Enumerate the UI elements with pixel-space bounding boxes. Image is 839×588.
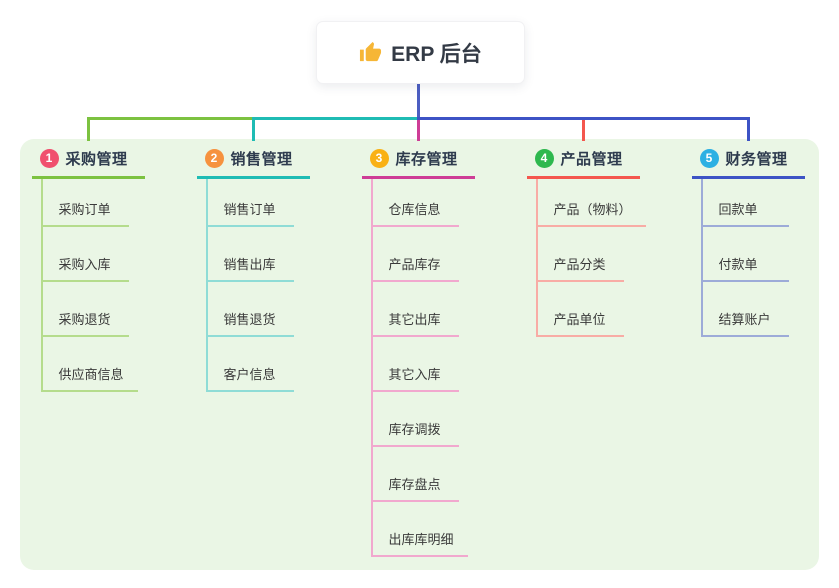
branch-5: 5 财务管理回款单付款单结算账户 bbox=[691, 148, 805, 337]
child-node-label: 回款单 bbox=[702, 199, 789, 227]
branch-number-badge: 1 bbox=[39, 149, 59, 168]
branch-drop-line-3 bbox=[416, 117, 420, 141]
branch-4: 4 产品管理产品（物料） 产品分类产品单位 bbox=[526, 148, 646, 337]
child-node[interactable]: 结算账户 bbox=[702, 282, 789, 337]
child-node[interactable]: 采购入库 bbox=[42, 227, 138, 282]
branch-title-label: 销售管理 bbox=[230, 151, 293, 168]
bus-segment-teal bbox=[251, 117, 419, 120]
child-node-label: 产品单位 bbox=[537, 309, 624, 337]
child-node[interactable]: 产品分类 bbox=[537, 227, 646, 282]
child-node-label: 产品分类 bbox=[537, 254, 624, 282]
branch-title-5[interactable]: 5 财务管理 bbox=[691, 148, 805, 179]
branch-children: 采购订单采购入库采购退货供应商信息 bbox=[40, 179, 138, 392]
child-node-label: 客户信息 bbox=[207, 364, 294, 392]
child-node[interactable]: 仓库信息 bbox=[372, 179, 468, 227]
branch-title-label: 采购管理 bbox=[65, 151, 128, 168]
branch-children: 回款单付款单结算账户 bbox=[700, 179, 789, 337]
root-drop-line bbox=[416, 82, 420, 120]
child-node-label: 采购退货 bbox=[42, 309, 129, 337]
child-node-label: 库存盘点 bbox=[372, 474, 459, 502]
branch-children: 产品（物料） 产品分类产品单位 bbox=[535, 179, 646, 337]
child-node-label: 采购入库 bbox=[42, 254, 129, 282]
mindmap-panel bbox=[20, 139, 819, 570]
child-node[interactable]: 销售出库 bbox=[207, 227, 294, 282]
child-node-label: 采购订单 bbox=[42, 199, 129, 227]
child-node-label: 其它出库 bbox=[372, 309, 459, 337]
branch-drop-line-5 bbox=[746, 117, 750, 141]
root-node[interactable]: ERP 后台 bbox=[316, 21, 525, 84]
branch-children: 仓库信息产品库存其它出库其它入库库存调拨库存盘点出库库明细 bbox=[370, 179, 468, 557]
child-node-label: 销售出库 bbox=[207, 254, 294, 282]
child-node[interactable]: 采购订单 bbox=[42, 179, 138, 227]
branch-title-label: 财务管理 bbox=[725, 151, 788, 168]
child-node-label: 产品库存 bbox=[372, 254, 459, 282]
child-node[interactable]: 供应商信息 bbox=[42, 337, 138, 392]
branch-title-label: 库存管理 bbox=[395, 151, 458, 168]
branch-drop-line-2 bbox=[251, 117, 255, 141]
child-node[interactable]: 产品库存 bbox=[372, 227, 468, 282]
child-node[interactable]: 产品单位 bbox=[537, 282, 646, 337]
branch-number-badge: 3 bbox=[369, 149, 389, 168]
branch-1: 1 采购管理采购订单采购入库采购退货供应商信息 bbox=[31, 148, 145, 392]
thumbs-up-icon bbox=[359, 41, 382, 64]
branch-title-3[interactable]: 3 库存管理 bbox=[361, 148, 475, 179]
child-node[interactable]: 库存调拨 bbox=[372, 392, 468, 447]
child-node-label: 供应商信息 bbox=[42, 364, 138, 392]
child-node[interactable]: 采购退货 bbox=[42, 282, 138, 337]
child-node[interactable]: 回款单 bbox=[702, 179, 789, 227]
child-node-label: 仓库信息 bbox=[372, 199, 459, 227]
child-node-label: 付款单 bbox=[702, 254, 789, 282]
branch-3: 3 库存管理仓库信息产品库存其它出库其它入库库存调拨库存盘点出库库明细 bbox=[361, 148, 475, 557]
child-node-label: 产品（物料） bbox=[537, 199, 646, 227]
child-node[interactable]: 出库库明细 bbox=[372, 502, 468, 557]
branch-number-badge: 4 bbox=[534, 149, 554, 168]
child-node-label: 库存调拨 bbox=[372, 419, 459, 447]
branch-number-badge: 2 bbox=[204, 149, 224, 168]
child-node[interactable]: 客户信息 bbox=[207, 337, 294, 392]
root-node-label: ERP 后台 bbox=[391, 42, 482, 66]
child-node-label: 销售订单 bbox=[207, 199, 294, 227]
bus-segment-blue bbox=[416, 117, 750, 120]
child-node[interactable]: 其它出库 bbox=[372, 282, 468, 337]
child-node-label: 销售退货 bbox=[207, 309, 294, 337]
child-node[interactable]: 库存盘点 bbox=[372, 447, 468, 502]
branch-number-badge: 5 bbox=[699, 149, 719, 168]
child-node-label: 结算账户 bbox=[702, 309, 789, 337]
branch-2: 2 销售管理销售订单销售出库销售退货客户信息 bbox=[196, 148, 310, 392]
branch-title-label: 产品管理 bbox=[560, 151, 623, 168]
child-node[interactable]: 付款单 bbox=[702, 227, 789, 282]
branch-title-2[interactable]: 2 销售管理 bbox=[196, 148, 310, 179]
branch-children: 销售订单销售出库销售退货客户信息 bbox=[205, 179, 294, 392]
branch-drop-line-1 bbox=[86, 117, 90, 141]
branch-title-4[interactable]: 4 产品管理 bbox=[526, 148, 640, 179]
bus-segment-green bbox=[86, 117, 254, 120]
branch-drop-line-4 bbox=[581, 117, 585, 141]
child-node[interactable]: 产品（物料） bbox=[537, 179, 646, 227]
child-node-label: 其它入库 bbox=[372, 364, 459, 392]
child-node[interactable]: 销售订单 bbox=[207, 179, 294, 227]
child-node-label: 出库库明细 bbox=[372, 529, 468, 557]
child-node[interactable]: 其它入库 bbox=[372, 337, 468, 392]
child-node[interactable]: 销售退货 bbox=[207, 282, 294, 337]
branch-title-1[interactable]: 1 采购管理 bbox=[31, 148, 145, 179]
